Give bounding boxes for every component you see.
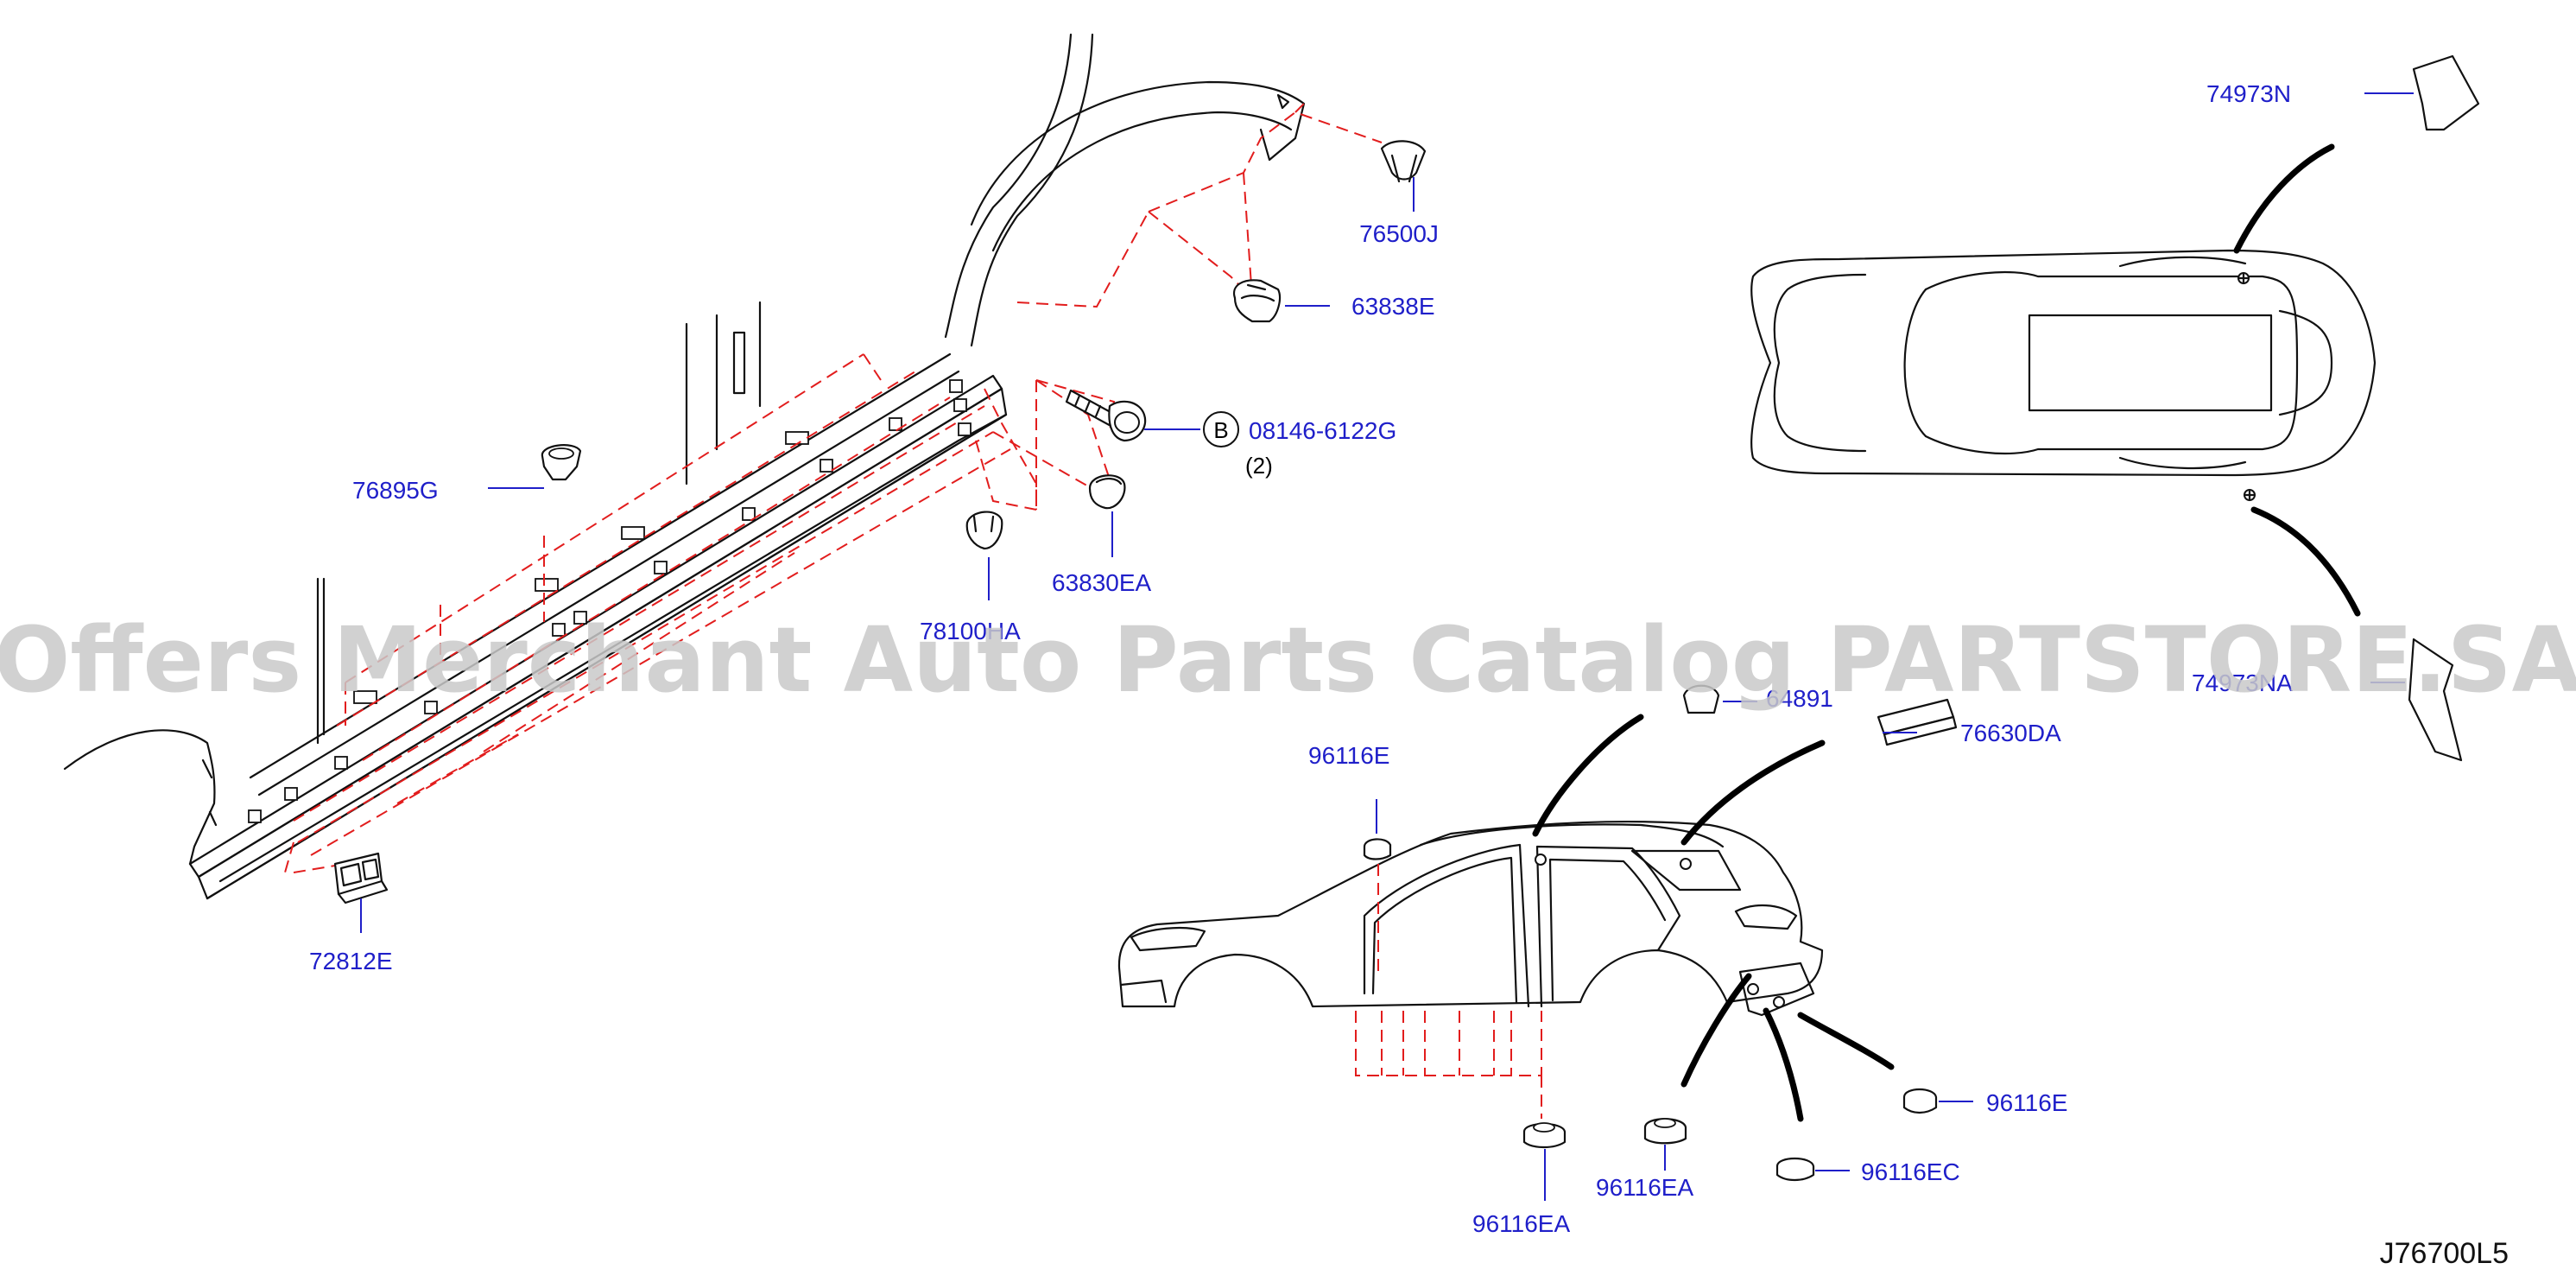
clip-76895g xyxy=(541,444,582,481)
sill-assembly xyxy=(63,33,1306,900)
label-96116e-top[interactable]: 96116E xyxy=(1308,742,1389,769)
bolt-symbol-b: B xyxy=(1203,411,1239,447)
dashed-location-lines-side xyxy=(1355,864,1542,1119)
grommet-63830ea xyxy=(1088,474,1126,510)
plug-96116ea-mid xyxy=(1643,1118,1687,1145)
bolt-symbol-text: B xyxy=(1213,417,1228,443)
nut-63838e xyxy=(1232,279,1282,323)
watermark: Offers Merchant Auto Parts Catalog PARTS… xyxy=(0,607,2576,713)
clip-64891 xyxy=(1682,684,1720,714)
label-76500j[interactable]: 76500J xyxy=(1359,220,1439,247)
diagram-code: J76700L5 xyxy=(2380,1237,2509,1270)
plug-96116e-top xyxy=(1363,838,1392,860)
side-view-pointers xyxy=(1532,714,1895,1122)
label-64891[interactable]: 64891 xyxy=(1766,685,1833,712)
clip-78100ha xyxy=(965,511,1003,550)
label-96116ea-bottom[interactable]: 96116EA xyxy=(1472,1210,1570,1237)
label-76895g[interactable]: 76895G xyxy=(352,477,439,504)
top-view-pointers xyxy=(2233,143,2361,617)
label-74973n[interactable]: 74973N xyxy=(2206,80,2291,107)
part-labels: 76500J 63838E 08146-6122G (2) 76895G 638… xyxy=(309,80,2293,1237)
label-08146-6122g[interactable]: 08146-6122G xyxy=(1249,417,1396,444)
plug-96116ec xyxy=(1775,1158,1815,1182)
car-top-view xyxy=(1750,249,2377,502)
bolt-08146 xyxy=(1065,389,1147,442)
car-side-view xyxy=(1117,821,1824,1017)
bracket-72812e xyxy=(333,852,389,904)
dashed-location-lines-left xyxy=(284,103,1383,873)
label-78100ha[interactable]: 78100HA xyxy=(920,618,1021,644)
label-96116ea-mid[interactable]: 96116EA xyxy=(1596,1174,1693,1201)
qty-08146: (2) xyxy=(1245,453,1273,479)
plug-96116e-right xyxy=(1902,1088,1938,1114)
label-76630da[interactable]: 76630DA xyxy=(1960,720,2061,746)
clip-76500j xyxy=(1380,140,1427,183)
leader-lines xyxy=(360,92,2414,1201)
label-74973na[interactable]: 74973NA xyxy=(2192,670,2293,696)
label-63830ea[interactable]: 63830EA xyxy=(1052,569,1152,596)
label-96116ec[interactable]: 96116EC xyxy=(1861,1158,1960,1185)
pad-74973n xyxy=(2412,54,2480,131)
block-76630da xyxy=(1877,698,1958,746)
label-63838e[interactable]: 63838E xyxy=(1351,293,1435,320)
plug-96116ea-bottom xyxy=(1522,1122,1566,1149)
label-72812e[interactable]: 72812E xyxy=(309,948,393,974)
pad-74973na xyxy=(2408,638,2463,762)
label-96116e-right[interactable]: 96116E xyxy=(1986,1089,2067,1116)
